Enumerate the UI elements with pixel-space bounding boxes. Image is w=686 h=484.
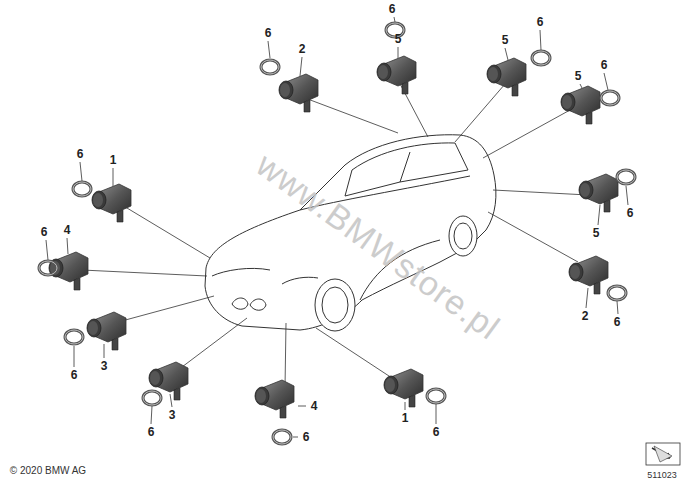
callout-number: 6 (601, 58, 608, 72)
callout-number: 5 (395, 32, 402, 46)
callout-number: 4 (64, 223, 71, 237)
callout-number: 1 (402, 411, 409, 425)
callout-number: 6 (433, 425, 440, 439)
callout-number: 3 (169, 408, 176, 422)
callout-number: 4 (311, 399, 318, 413)
copyright-note: © 2020 BMW AG (10, 464, 86, 478)
callout-number: 6 (71, 368, 78, 382)
callout-number: 5 (502, 33, 509, 47)
callout-number: 6 (265, 26, 272, 40)
callout-number: 3 (101, 359, 108, 373)
callout-number: 6 (537, 15, 544, 29)
callout-number: 2 (299, 42, 306, 56)
callout-number: 1 (110, 153, 117, 167)
callout-number: 6 (614, 315, 621, 329)
diagram-code: 511023 (647, 468, 676, 482)
callout-number: 6 (389, 2, 396, 16)
callout-number: 2 (582, 309, 589, 323)
callout-number: 5 (575, 69, 582, 83)
callout-number: 6 (148, 425, 155, 439)
callout-number: 6 (303, 430, 310, 444)
callout-number: 5 (593, 226, 600, 240)
callout-number: 6 (77, 147, 84, 161)
callout-number: 6 (627, 206, 634, 220)
callout-number: 6 (41, 225, 48, 239)
